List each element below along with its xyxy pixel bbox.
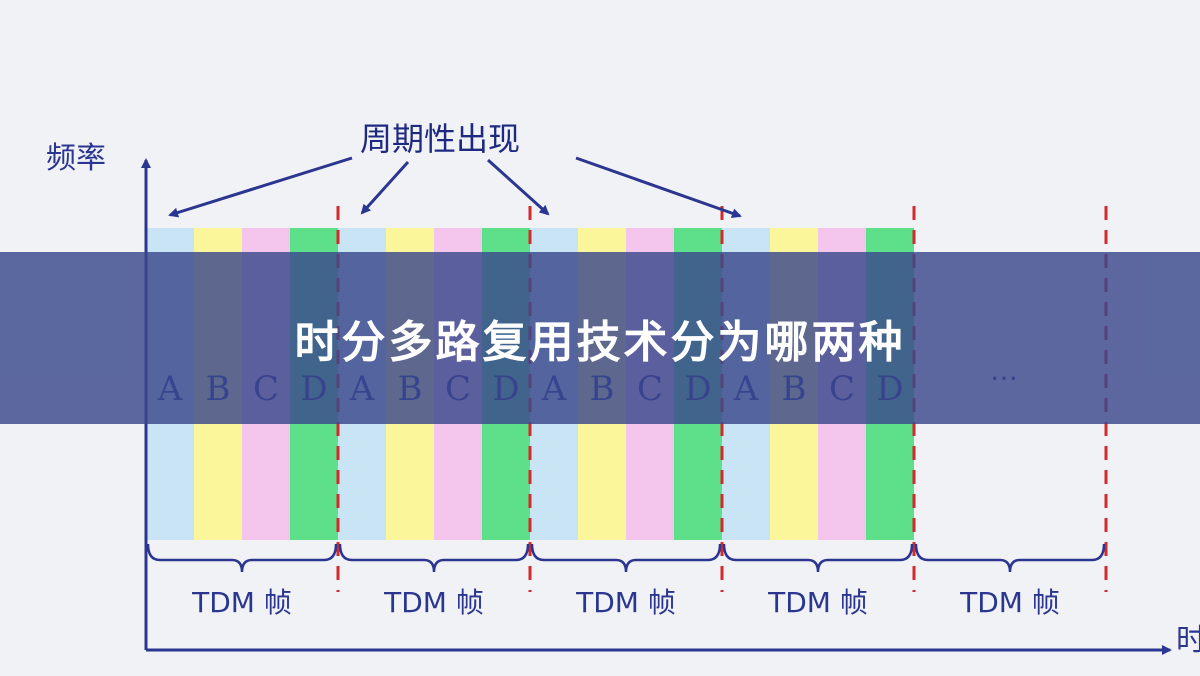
callout-label: 周期性出现 [360,120,520,158]
tdm-frame-label: TDM 帧 [383,586,484,619]
frame-brace [530,543,722,573]
title-banner: 时分多路复用技术分为哪两种 [0,252,1200,424]
frame-brace [146,543,338,573]
frame-brace [338,543,530,573]
banner-title: 时分多路复用技术分为哪两种 [294,317,906,368]
tdm-frame-label: TDM 帧 [575,586,676,619]
callout-arrow-3 [486,158,550,216]
tdm-frame-label: TDM 帧 [959,586,1060,619]
y-axis-label: 频率 [46,141,106,176]
tdm-frame-label: TDM 帧 [767,586,868,619]
tdm-frame-label: TDM 帧 [191,586,292,619]
callout-arrow-4 [575,156,742,219]
callout-arrow-2 [360,160,410,215]
frame-brace [914,543,1106,573]
callout-arrow-1 [168,156,353,218]
brace-group [146,543,1106,573]
frame-label-group: TDM 帧 TDM 帧 TDM 帧 TDM 帧 TDM 帧 [191,586,1060,619]
frame-brace [722,543,914,573]
x-axis-label: 时 [1176,623,1200,658]
